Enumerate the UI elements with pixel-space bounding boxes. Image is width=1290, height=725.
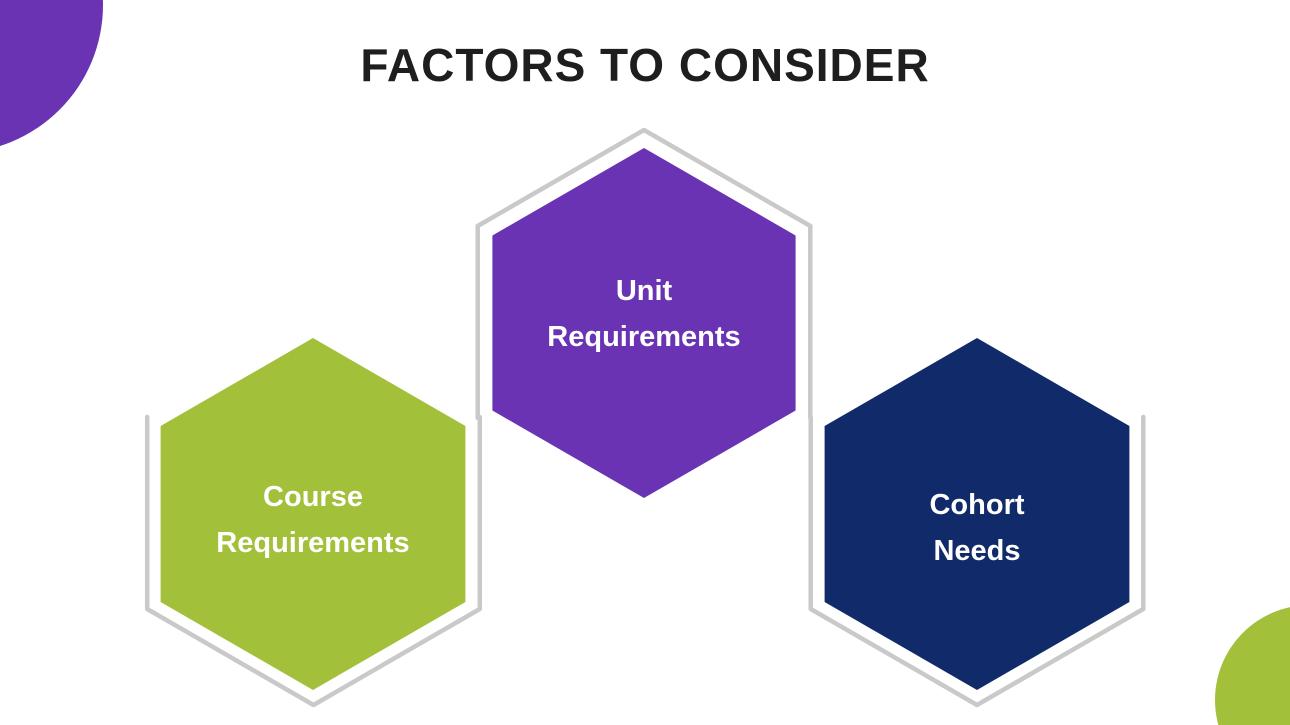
hexagon-cohort-needs (824, 338, 1130, 690)
hexagon-unit-requirements (492, 148, 796, 498)
hexagon-outline-course (144, 414, 483, 708)
page-title: FACTORS TO CONSIDER (360, 39, 930, 91)
corner-circle-bottom-right-icon (1215, 607, 1290, 725)
hexagon-course-requirements (160, 338, 466, 690)
corner-circle-top-left-icon (0, 0, 103, 146)
hexagon-outline-unit (475, 127, 813, 421)
hexagon-outline-cohort (808, 414, 1146, 708)
